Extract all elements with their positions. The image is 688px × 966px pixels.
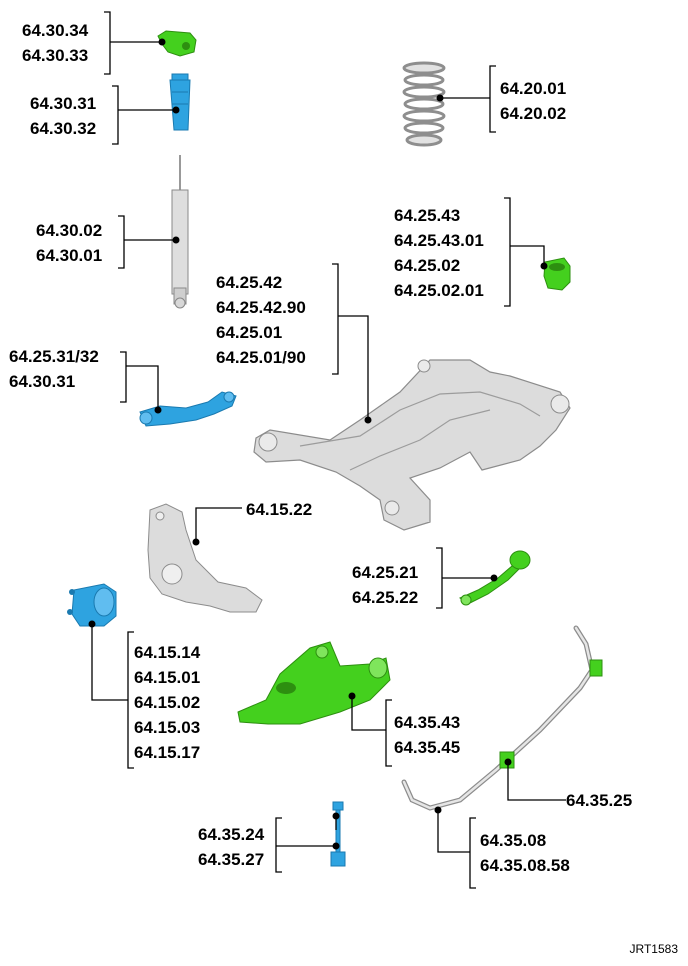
callout-toe-link: 64.25.21 64.25.22 [352,560,418,610]
leader-lines [91,11,566,889]
part-number: 64.30.01 [36,246,103,265]
part-number: 64.35.27 [198,850,265,869]
part-number: 64.15.17 [134,743,201,762]
part-number: 64.25.02 [394,256,461,275]
callout-knuckle: 64.15.22 [246,497,312,522]
part-number: 64.25.01 [216,323,283,342]
part-number: 64.30.34 [22,21,89,40]
part-number: 64.30.02 [36,221,103,240]
part-number: 64.25.01/90 [216,348,306,367]
bump-stop-part[interactable] [169,73,191,131]
part-number: 64.35.45 [394,738,461,757]
part-number: 64.15.01 [134,668,201,687]
stabilizer-link-part[interactable] [330,801,346,867]
part-number: 64.30.33 [22,46,89,65]
lower-arm-part[interactable] [237,641,391,725]
part-number: 64.25.21 [352,563,419,582]
callout-bump-stop: 64.30.31 64.30.32 [30,91,96,141]
callout-stabilizer-bar: 64.35.08 64.35.08.58 [480,828,570,878]
part-number: 64.30.31 [30,94,97,113]
callout-stabilizer-link: 64.35.24 64.35.27 [198,822,264,872]
callout-hub-bearing: 64.15.14 64.15.01 64.15.02 64.15.03 64.1… [134,640,200,765]
toe-link-part[interactable] [459,550,531,606]
part-number: 64.25.31/32 [9,347,99,366]
callout-spring: 64.20.01 64.20.02 [500,76,566,126]
part-number: 64.25.42.90 [216,298,306,317]
part-number: 64.15.03 [134,718,201,737]
callout-stabilizer-bush: 64.35.25 [566,788,632,813]
part-number: 64.30.31 [9,372,76,391]
part-number: 64.15.22 [246,500,313,519]
figure-reference: JRT1583 [629,942,678,956]
part-number: 64.35.43 [394,713,461,732]
stabilizer-bar-part[interactable] [401,625,595,811]
part-number: 64.35.08 [480,831,547,850]
part-number: 64.35.25 [566,791,633,810]
callout-shock-absorber: 64.30.02 64.30.01 [36,218,102,268]
callout-lower-arm: 64.35.43 64.35.45 [394,710,460,760]
part-number: 64.15.14 [134,643,201,662]
callout-top-mount: 64.30.34 64.30.33 [22,18,88,68]
subframe-bush-part[interactable] [543,257,571,291]
part-number: 64.20.01 [500,79,567,98]
shock-absorber-part[interactable] [171,155,189,309]
callout-subframe-bush: 64.25.43 64.25.43.01 64.25.02 64.25.02.0… [394,203,484,303]
part-number: 64.25.02.01 [394,281,484,300]
top-mount-part[interactable] [157,30,197,57]
part-number: 64.20.02 [500,104,567,123]
coil-spring-part[interactable] [402,61,446,147]
part-number: 64.30.32 [30,119,97,138]
part-number: 64.25.43.01 [394,231,484,250]
part-number: 64.35.08.58 [480,856,570,875]
knuckle-part[interactable] [147,503,263,613]
part-number: 64.25.43 [394,206,461,225]
callout-subframe: 64.25.42 64.25.42.90 64.25.01 64.25.01/9… [216,270,306,370]
part-number: 64.25.42 [216,273,283,292]
upper-arm-part[interactable] [139,391,237,427]
subframe-part[interactable] [253,359,571,531]
part-number: 64.15.02 [134,693,201,712]
part-number: 64.25.22 [352,588,419,607]
part-number: 64.35.24 [198,825,265,844]
leader-dots [88,38,548,850]
callout-upper-arm: 64.25.31/32 64.30.31 [9,344,99,394]
hub-bearing-part[interactable] [67,583,117,627]
